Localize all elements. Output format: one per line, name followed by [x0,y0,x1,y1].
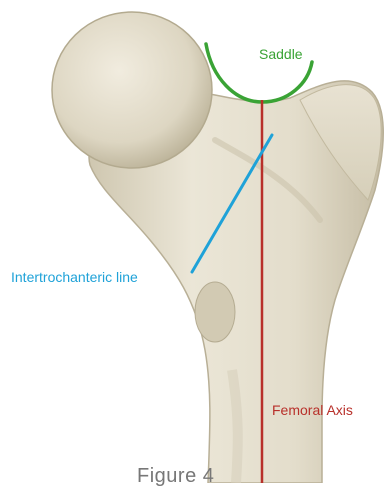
lesser-trochanter [195,282,235,342]
intertrochanteric-line-label: Intertrochanteric line [11,269,138,285]
figure-caption: Figure 4 [137,464,214,488]
femoral-head [52,12,212,168]
femoral-axis-label: Femoral Axis [272,402,353,418]
bone-shading [232,370,238,483]
saddle-label: Saddle [259,46,303,62]
